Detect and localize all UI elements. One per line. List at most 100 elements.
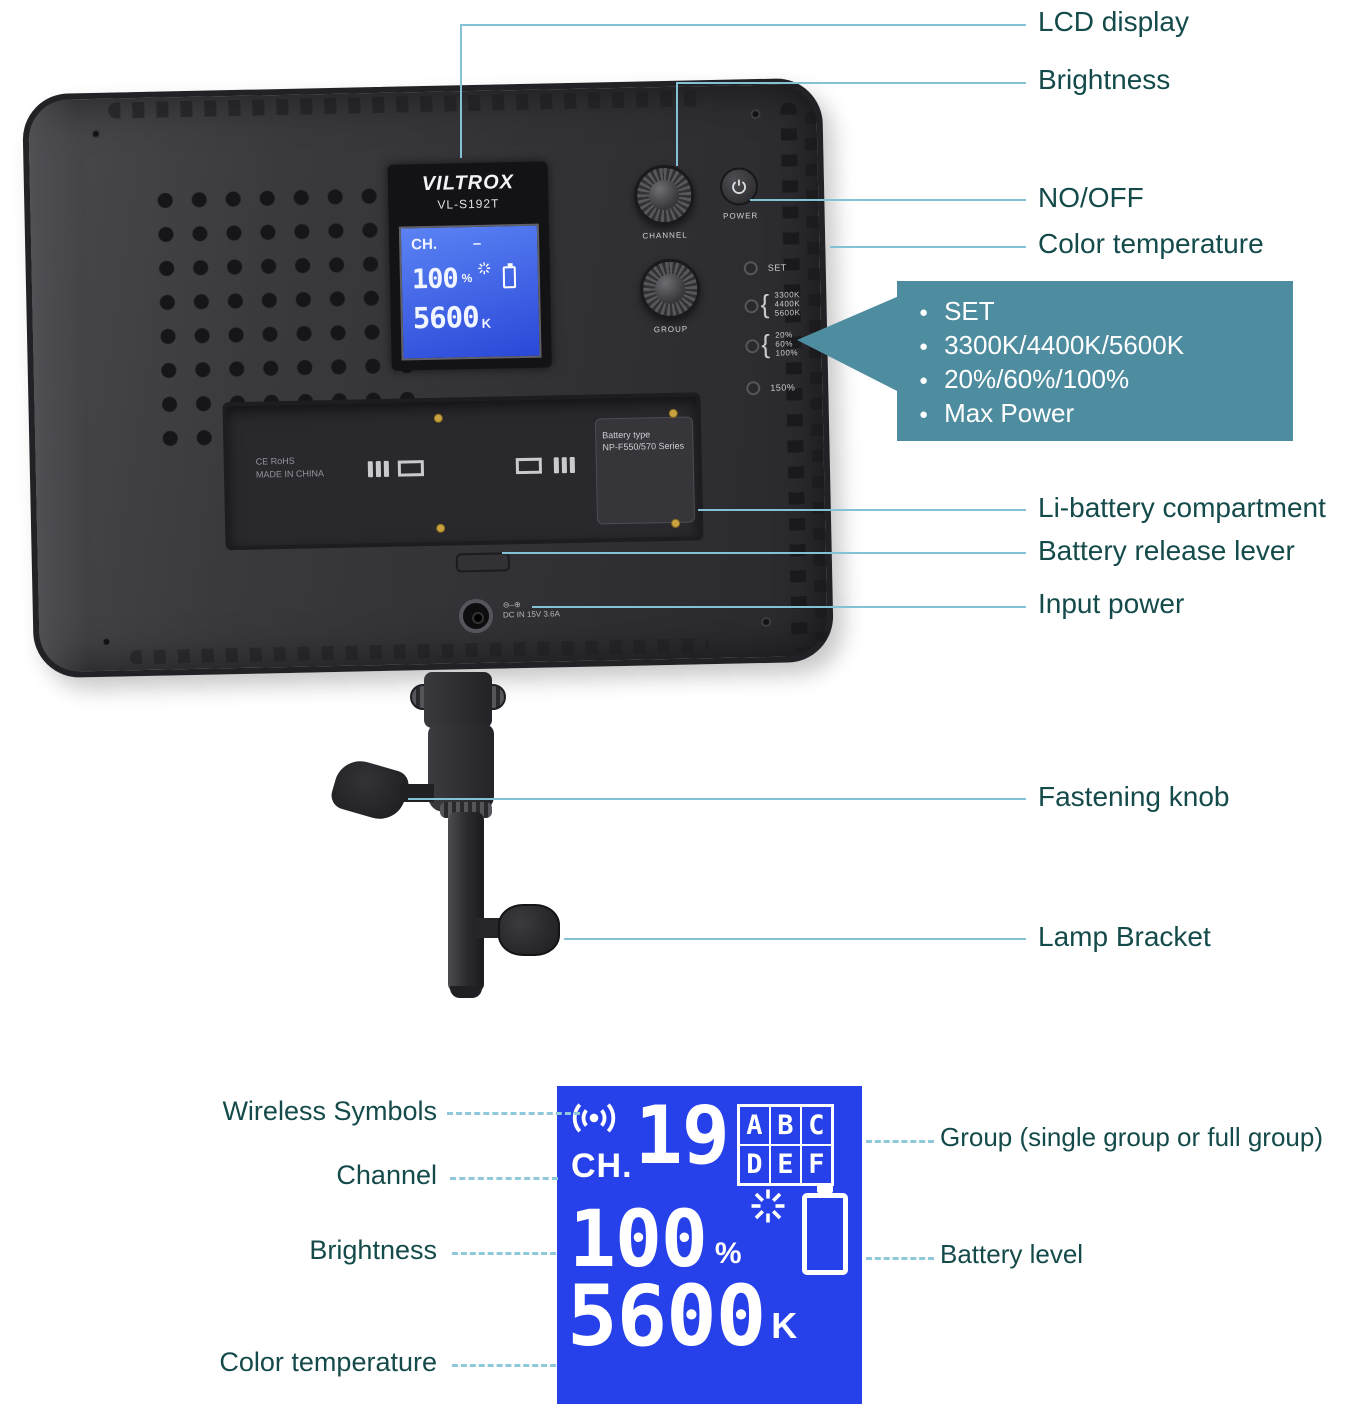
made-in-line: MADE IN CHINA [255,468,325,480]
panel-side-edge [28,99,89,673]
pole-tip [450,986,482,998]
lcd-percent-sign: % [461,271,473,286]
label-bottom-color-temperature: Color temperature [219,1347,437,1377]
label-group: Group (single group or full group) [940,1122,1323,1152]
panel-top-vents [108,90,709,119]
brightness-sun-icon [750,1188,786,1229]
callout-line-wireless [447,1112,580,1115]
battery-type-plate: Battery type NP-F550/570 Series [594,416,696,525]
battery-release-lever [455,552,511,573]
callout-line-battery-comp [698,509,1026,511]
label-no-off: NO/OFF [1038,182,1144,213]
lamp-bracket-knob [498,904,560,956]
callout-line-colortemp [830,246,1026,248]
lcd-detail-percent-sign: % [714,1237,742,1270]
lcd-detail-view: CH. 19 A B C D E F 100 % 5600 K [557,1086,862,1404]
pct-brace: { [761,328,771,360]
channel-knob-label: CHANNEL [642,230,688,241]
label-fastening-knob: Fastening knob [1038,781,1230,812]
set-label: SET [767,262,787,273]
group-letters-grid: A B C D E F [736,1104,834,1186]
max-power-indicator [746,381,761,396]
callout-line-group [866,1140,934,1143]
group-letter: D [738,1145,770,1184]
shoe-mount [424,672,492,728]
light-panel-back: VILTROX VL-S192T CH. – 100 % 5600 K [21,77,835,679]
power-button [719,167,759,206]
callout-line-bottom-colortemp [452,1364,556,1367]
lcd-temp-value: 5600 [412,299,479,336]
bracket-body [428,724,494,812]
lcd-kelvin-unit: K [481,315,492,331]
callout-line-lcd-v [460,24,462,158]
wireless-icon [571,1098,617,1141]
panel-bottom-vents [129,638,710,665]
brightness-indicator [745,339,760,354]
info-item-pcts: 20%/60%/100% [919,363,1283,397]
lcd-detail-brightness-value: 100 [569,1194,708,1285]
info-box-arrow [797,296,899,392]
label-bottom-brightness: Brightness [309,1235,437,1265]
battery-contacts-right [553,456,576,474]
label-lamp-bracket: Lamp Bracket [1038,921,1211,952]
callout-line-channel [450,1177,558,1180]
lamp-bracket-pole [448,812,484,992]
lcd-detail-ch-label: CH. [571,1147,633,1185]
fastening-knob-stem [400,784,434,802]
battery-contacts-left [367,460,390,478]
gold-contact-icon [433,413,443,423]
callout-line-input-power [532,606,1026,608]
label-channel: Channel [336,1160,437,1190]
lcd-ch-dash: – [472,234,482,253]
gold-contact-icon [436,523,446,533]
screw-icon [761,616,772,628]
label-brightness: Brightness [1038,64,1171,95]
battery-slot-left [397,460,425,477]
label-input-power: Input power [1038,588,1185,619]
temp-brace: { [760,288,770,320]
info-box: SET 3300K/4400K/5600K 20%/60%/100% Max P… [897,281,1293,441]
callout-line-power [750,199,1026,201]
battery-slot-right [515,457,543,475]
panel-lcd-module: VILTROX VL-S192T CH. – 100 % 5600 K [387,161,552,371]
label-lcd-display: LCD display [1038,6,1189,37]
info-item-set: SET [919,295,1283,329]
callout-line-brightness [676,82,1026,84]
pct-options: 20% 60% 100% [775,330,798,357]
battery-compartment: CE RoHS MADE IN CHINA Battery type NP-F5… [222,392,704,551]
brightness-sun-icon [478,262,491,280]
dc-input-jack [458,598,494,634]
callout-line-fastening [408,798,1026,800]
group-letter: B [769,1106,801,1145]
pct-option-1: 20% [775,330,793,340]
group-letter: A [738,1106,770,1145]
screw-icon [90,128,101,140]
callout-line-battery-level [866,1257,934,1260]
max-power-label: 150% [770,382,796,393]
label-wireless-symbols: Wireless Symbols [222,1096,437,1126]
color-temp-indicator [744,299,759,314]
pct-option-3: 100% [775,348,799,358]
set-button [743,261,758,276]
group-knob-label: GROUP [653,324,689,335]
group-letter: C [800,1106,832,1145]
group-letter: E [769,1145,801,1184]
group-letter: F [800,1145,832,1184]
brand-logo: VILTROX [421,171,515,196]
dc-input-text: ⊖–⊕ DC IN 15V 3.6A [503,599,560,620]
lcd-detail-channel-value: 19 [634,1089,730,1182]
callout-line-lamp-bracket [564,938,1026,940]
screw-icon [750,108,761,120]
power-button-label: POWER [722,211,759,221]
screw-icon [101,636,112,647]
channel-knob [633,164,695,226]
callout-line-lever [502,552,1026,554]
label-color-temperature: Color temperature [1038,228,1264,259]
group-knob [639,258,701,320]
power-icon [732,179,746,194]
lcd-detail-temp-value: 5600 [567,1267,766,1365]
dc-spec-label: DC IN 15V 3.6A [502,609,560,620]
gold-contact-icon [671,518,681,528]
callout-line-bottom-brightness [452,1252,556,1255]
